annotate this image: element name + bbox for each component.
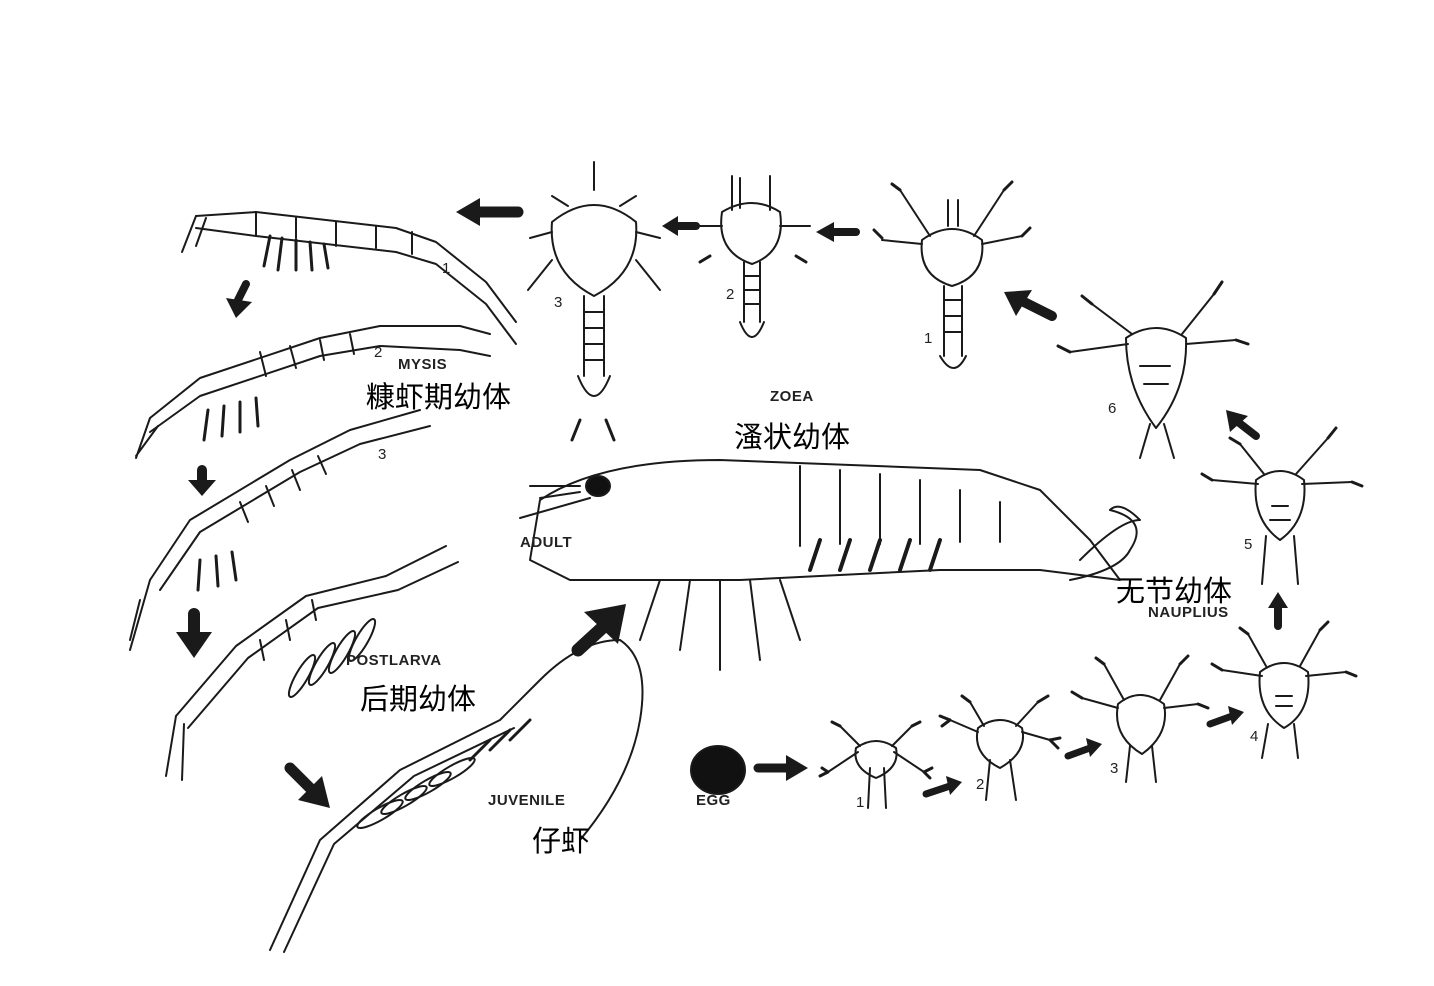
nauplius-stage-5 xyxy=(1200,426,1364,585)
arrow-zoea2-to-zoea3 xyxy=(662,216,700,236)
arrow-n2-to-n3 xyxy=(1064,738,1102,760)
arrow-n3-to-n4 xyxy=(1206,706,1244,728)
arrow-zoea1-to-zoea2 xyxy=(816,222,860,242)
arrow-postlarva-to-juvenile xyxy=(284,762,330,808)
zoea-label: ZOEA xyxy=(770,388,814,405)
mysis-label-cn: 糠虾期幼体 xyxy=(366,380,512,414)
mysis-stage-number-3: 3 xyxy=(378,446,387,463)
nauplius-stage-3 xyxy=(1070,654,1210,783)
mysis-label: MYSIS xyxy=(398,356,448,373)
zoea-stage-number-2: 2 xyxy=(726,286,735,303)
juvenile-label-cn: 仔虾 xyxy=(532,824,591,858)
adult-label: ADULT xyxy=(520,534,573,551)
nauplius-stage-number-1: 1 xyxy=(856,794,865,811)
nauplius-stage-number-6: 6 xyxy=(1108,400,1117,417)
zoea-stage-3 xyxy=(527,161,661,442)
nauplius-label: NAUPLIUS xyxy=(1148,604,1229,621)
egg-label: EGG xyxy=(696,792,731,809)
arrow-mysis3-to-postlarva xyxy=(176,608,212,658)
arrow-mysis2-to-mysis3 xyxy=(188,465,216,496)
arrow-n4-to-n5 xyxy=(1268,592,1288,630)
nauplius-stage-number-5: 5 xyxy=(1244,536,1253,553)
postlarva-illustration xyxy=(165,545,459,781)
arrow-zoea-to-mysis xyxy=(456,198,524,226)
postlarva-label-cn: 后期幼体 xyxy=(360,682,477,716)
juvenile-label: JUVENILE xyxy=(488,792,566,809)
nauplius-stage-1 xyxy=(818,720,934,809)
arrow-egg-to-nauplius1 xyxy=(753,755,808,781)
zoea-label-cn: 溞状幼体 xyxy=(734,420,851,454)
mysis-stage-number-1: 1 xyxy=(442,260,451,277)
zoea-stage-1 xyxy=(872,180,1032,369)
nauplius-stage-number-4: 4 xyxy=(1250,728,1259,745)
juvenile-illustration xyxy=(269,639,644,953)
nauplius-stage-2 xyxy=(938,694,1062,801)
zoea-stage-2 xyxy=(691,175,811,338)
nauplius-stage-number-2: 2 xyxy=(976,776,985,793)
mysis-stage-2 xyxy=(135,325,491,459)
mysis-stage-3 xyxy=(129,409,431,651)
adult-shrimp-illustration xyxy=(519,459,1141,671)
mysis-stage-number-2: 2 xyxy=(374,344,383,361)
nauplius-stage-number-3: 3 xyxy=(1110,760,1119,777)
flow-arrows xyxy=(176,198,1288,808)
nauplius-stage-6 xyxy=(1056,280,1250,459)
egg-illustration xyxy=(690,745,746,795)
arrow-n1-to-n2 xyxy=(922,776,962,798)
zoea-stage-number-1: 1 xyxy=(924,330,933,347)
nauplius-stage-4 xyxy=(1210,620,1358,759)
mysis-stage-1 xyxy=(181,211,517,345)
nauplius-label-cn: 无节幼体 xyxy=(1116,574,1233,608)
postlarva-label: POSTLARVA xyxy=(346,652,442,669)
arrow-n5-to-n6 xyxy=(1226,410,1260,440)
zoea-stage-number-3: 3 xyxy=(554,294,563,311)
arrow-juvenile-to-adult xyxy=(571,604,626,657)
arrow-nauplius-to-zoea1 xyxy=(1004,290,1057,321)
arrow-mysis1-to-mysis2 xyxy=(226,280,252,318)
